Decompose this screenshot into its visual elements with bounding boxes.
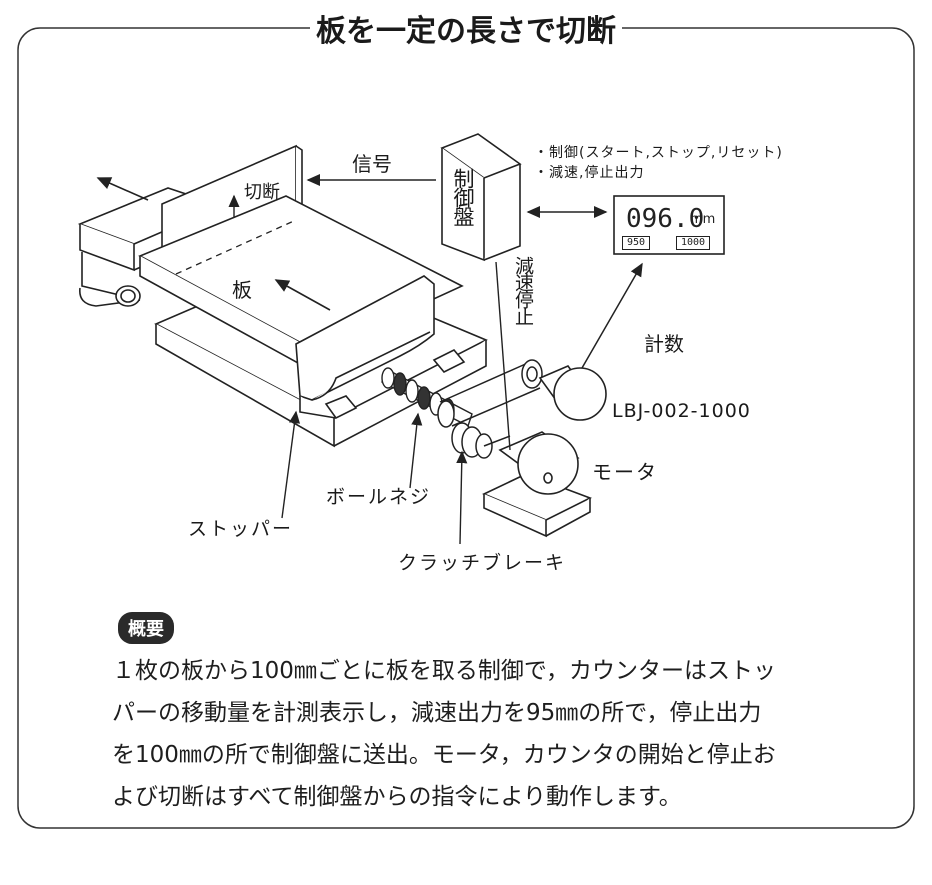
clutch-brake-label: クラッチブレーキ [398,552,567,574]
stopper-leader [281,410,301,519]
stopper-body [295,275,466,420]
summary-line: １枚の板から100㎜ごとに板を取る制御で，カウンターはストッ [112,658,776,684]
control-list-1: ・制御(スタート,ストップ,リセット) [534,145,783,161]
control-list-2: ・減速,停止出力 [534,165,645,181]
count-arrow [581,262,643,369]
controller-label: 制御盤 [451,168,475,225]
counter-preset-1: 950 [622,236,651,250]
stopper-label: ストッパー [188,518,294,540]
decel-stop-label: 減速停止 [512,256,534,324]
decel-stop-line [495,261,511,451]
counter-preset-2: 1000 [676,236,711,250]
summary-line: を100㎜の所で制御盤に送出。モータ，カウンタの開始と停止お [112,742,776,768]
counter-display-box [613,195,725,255]
motor-body [482,431,592,538]
plate-label: 板 [232,278,252,302]
conveyor [79,252,141,307]
eject-arrow [96,177,149,201]
cut-label: 切断 [244,182,280,203]
summary-text: １枚の板から100㎜ごとに板を取る制御で，カウンターはストッ パーの移動量を計測… [112,650,832,818]
encoder-model-label: LBJ-002-1000 [612,400,751,422]
ball-screw-leader [409,412,423,489]
summary-line: パーの移動量を計測表示し，減速出力を95㎜の所で，停止出力 [112,700,762,726]
counter-unit: mm [690,212,716,227]
summary-heading-badge: 概要 [118,612,174,644]
control-panel-box [440,133,522,262]
belt-drive [437,359,543,428]
plate-feed-arrow [274,279,331,311]
page-title: 板を一定の長さで切断 [0,6,932,50]
ball-screw-label: ボールネジ [326,486,432,508]
encoder-body [538,365,607,421]
count-label: 計数 [644,332,684,356]
signal-label: 信号 [352,152,392,176]
clutch-brake-leader [456,450,468,545]
summary-line: よび切断はすべて制御盤からの指令により動作します。 [112,784,682,810]
counter-value: 096.0 [626,204,705,234]
clutch-brake-body [451,422,511,459]
motor-label: モータ [592,460,658,484]
